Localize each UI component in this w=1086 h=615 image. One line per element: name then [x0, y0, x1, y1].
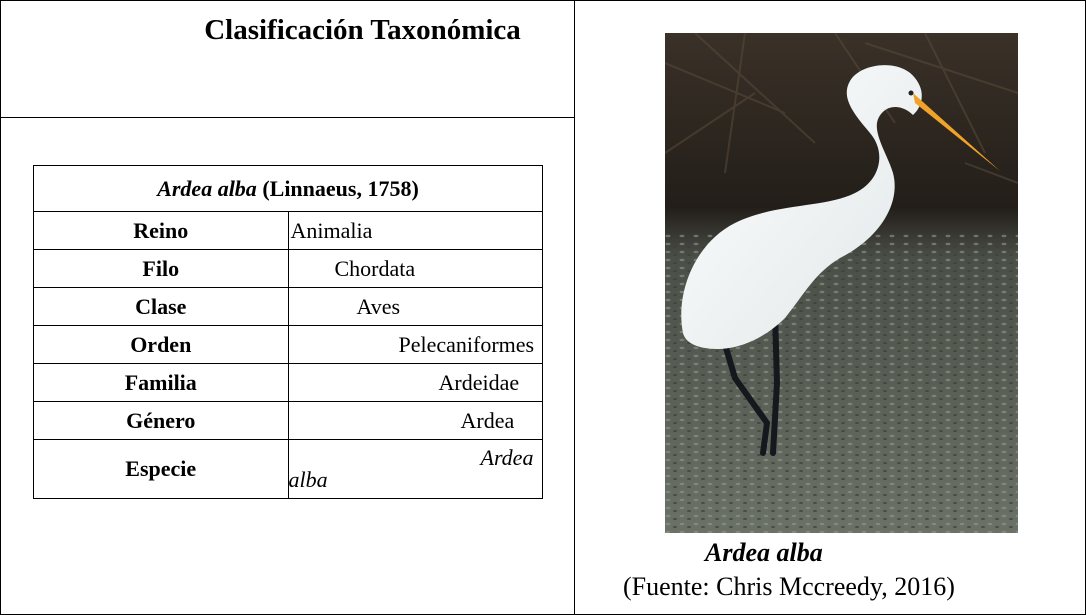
rank-label: Género	[33, 401, 289, 441]
rank-value: Chordata	[287, 249, 543, 289]
table-row: Clase Aves	[33, 287, 543, 327]
rank-value: Ardea alba	[287, 439, 543, 499]
egret-body	[681, 65, 922, 349]
rank-value: Pelecaniformes	[287, 325, 543, 365]
table-row: Familia Ardeidae	[33, 363, 543, 403]
rank-value: Aves	[287, 287, 543, 327]
rank-value: Animalia	[287, 211, 543, 251]
rank-label: Filo	[33, 249, 289, 289]
egret-beak	[913, 93, 1000, 171]
branches	[665, 33, 1018, 184]
rank-label: Especie	[33, 439, 289, 499]
page-title: Clasificación Taxonómica	[204, 14, 521, 46]
title-divider	[0, 117, 575, 118]
rank-label: Familia	[33, 363, 289, 403]
egret-illustration	[665, 33, 1018, 533]
table-header-cell: Ardea alba (Linnaeus, 1758)	[33, 164, 543, 213]
table-row: Especie Ardea alba	[33, 439, 543, 499]
table-row: Filo Chordata	[33, 249, 543, 289]
header-species: Ardea alba	[157, 175, 257, 201]
photo-caption-species: Ardea alba	[705, 538, 823, 567]
rank-value: Ardeidae	[287, 363, 543, 403]
rank-value: Ardea	[287, 401, 543, 441]
taxonomy-table: Ardea alba (Linnaeus, 1758) Reino Animal…	[33, 164, 543, 499]
table-row: Género Ardea	[33, 401, 543, 441]
egret-photo	[665, 33, 1018, 533]
rank-label: Clase	[33, 287, 289, 327]
rank-label: Reino	[33, 211, 289, 251]
photo-caption-source: (Fuente: Chris Mccreedy, 2016)	[623, 572, 955, 601]
rank-label: Orden	[33, 325, 289, 365]
table-header-row: Ardea alba (Linnaeus, 1758)	[33, 164, 543, 213]
table-row: Orden Pelecaniformes	[33, 325, 543, 365]
table-row: Reino Animalia	[33, 211, 543, 251]
egret-eye	[908, 90, 914, 96]
column-divider	[574, 0, 575, 615]
header-author: (Linnaeus, 1758)	[256, 175, 419, 201]
